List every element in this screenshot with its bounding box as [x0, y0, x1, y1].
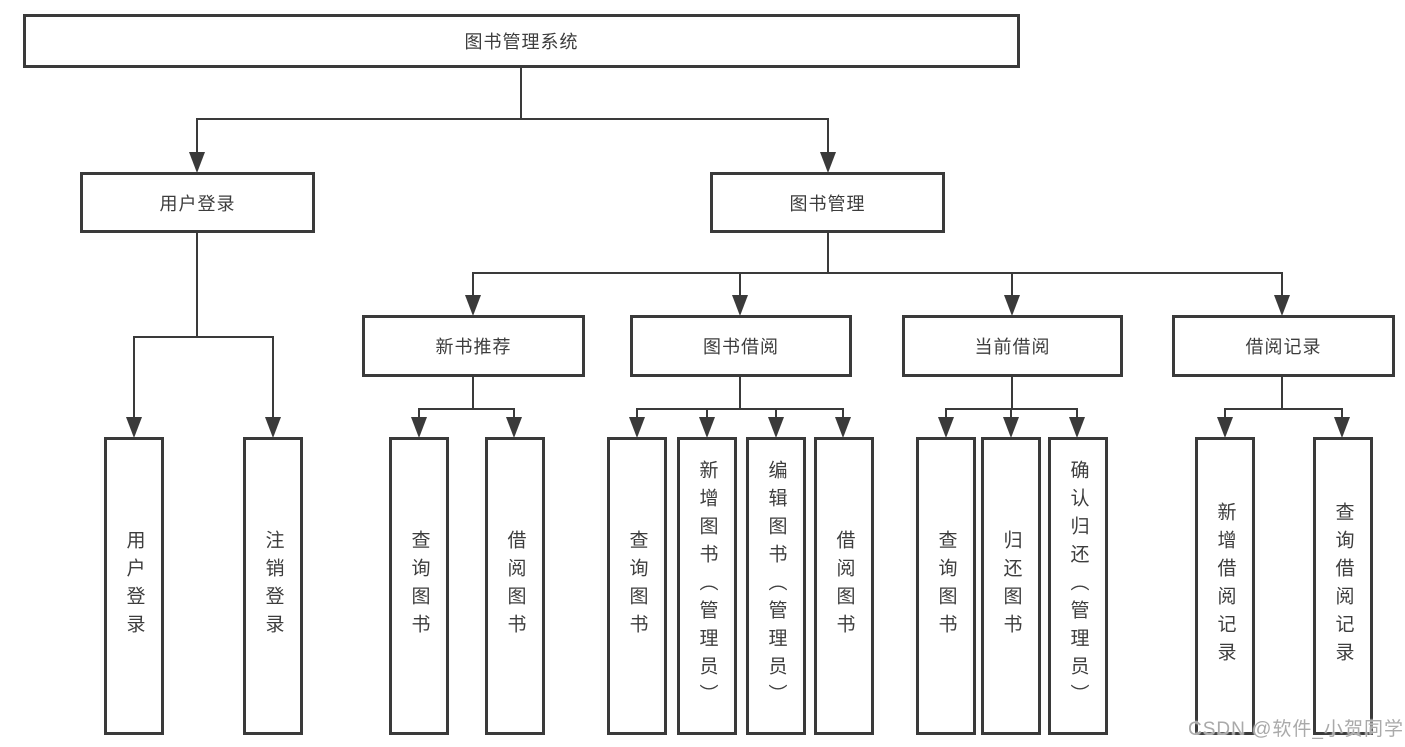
node-return-books: 归还图书 [981, 437, 1041, 735]
connector-drop-leaf [418, 408, 420, 420]
arrowhead-down-icon [835, 417, 851, 438]
node-label: 编辑图书（管理员） [765, 460, 787, 712]
node-label: 注销登录 [262, 530, 284, 642]
connector-drop-book-management [827, 118, 829, 156]
connector-new-book-stem [472, 377, 474, 408]
connector-borrow-records-rail [1224, 408, 1343, 410]
connector-book-borrow-rail [636, 408, 844, 410]
connector-drop-login-leaf [133, 336, 135, 420]
arrowhead-down-icon [1004, 295, 1020, 316]
arrowhead-down-icon [1069, 417, 1085, 438]
arrowhead-down-icon [411, 417, 427, 438]
node-label: 查询借阅记录 [1332, 502, 1354, 670]
node-label: 用户登录 [123, 530, 145, 642]
node-book-borrow-label: 图书借阅 [703, 337, 779, 357]
connector-drop-leaf [775, 408, 777, 420]
connector-borrow-records-stem [1281, 377, 1283, 408]
arrowhead-down-icon [699, 417, 715, 438]
connector-drop-leaf [1010, 408, 1012, 420]
connector-level2-rail [196, 118, 828, 120]
arrowhead-down-icon [1217, 417, 1233, 438]
node-book-management-label: 图书管理 [789, 193, 866, 214]
connector-level3-rail [472, 272, 1283, 274]
arrowhead-down-icon [506, 417, 522, 438]
node-book-management: 图书管理 [710, 172, 945, 233]
node-label: 归还图书 [1000, 530, 1022, 642]
connector-drop-leaf [842, 408, 844, 420]
arrowhead-down-icon [820, 152, 836, 173]
connector-book-management-stem [827, 233, 829, 272]
node-book-borrow: 图书借阅 [630, 315, 852, 377]
node-label: 确认归还（管理员） [1067, 460, 1089, 712]
arrowhead-down-icon [126, 417, 142, 438]
connector-drop-book-borrow [739, 272, 741, 298]
node-label: 新增借阅记录 [1214, 502, 1236, 670]
csdn-watermark: CSDN @软件_小贺同学 [1188, 719, 1404, 740]
arrowhead-down-icon [629, 417, 645, 438]
node-query-borrow-record: 查询借阅记录 [1313, 437, 1373, 735]
node-library-system-label: 图书管理系统 [464, 32, 579, 52]
node-user-login-label: 用户登录 [159, 193, 236, 214]
arrowhead-down-icon [189, 152, 205, 173]
arrowhead-down-icon [938, 417, 954, 438]
connector-drop-leaf [945, 408, 947, 420]
arrowhead-down-icon [768, 417, 784, 438]
node-borrow-records: 借阅记录 [1172, 315, 1395, 377]
node-add-book-admin: 新增图书（管理员） [677, 437, 737, 735]
connector-user-login-stem [196, 233, 198, 336]
arrowhead-down-icon [1274, 295, 1290, 316]
node-user-login: 用户登录 [80, 172, 315, 233]
node-confirm-return-admin: 确认归还（管理员） [1048, 437, 1108, 735]
node-query-books-borrow: 查询图书 [607, 437, 667, 735]
arrowhead-down-icon [1003, 417, 1019, 438]
connector-new-book-rail [418, 408, 515, 410]
connector-drop-leaf [706, 408, 708, 420]
connector-drop-leaf [636, 408, 638, 420]
connector-drop-new-book [472, 272, 474, 298]
connector-root-stem [520, 68, 522, 118]
node-current-borrow: 当前借阅 [902, 315, 1123, 377]
node-library-system: 图书管理系统 [23, 14, 1020, 68]
arrowhead-down-icon [265, 417, 281, 438]
node-borrow-records-label: 借阅记录 [1245, 337, 1322, 357]
connector-drop-current-borrow [1011, 272, 1013, 298]
node-query-books-current: 查询图书 [916, 437, 976, 735]
connector-drop-borrow-records [1281, 272, 1283, 298]
node-logout-leaf: 注销登录 [243, 437, 303, 735]
node-label: 借阅图书 [504, 530, 526, 642]
connector-drop-leaf [1076, 408, 1078, 420]
connector-drop-logout-leaf [272, 336, 274, 420]
node-query-books-recommend: 查询图书 [389, 437, 449, 735]
node-new-book-recommend: 新书推荐 [362, 315, 585, 377]
node-add-borrow-record: 新增借阅记录 [1195, 437, 1255, 735]
arrowhead-down-icon [1334, 417, 1350, 438]
arrowhead-down-icon [732, 295, 748, 316]
node-user-login-leaf: 用户登录 [104, 437, 164, 735]
node-borrow-books-leaf: 借阅图书 [814, 437, 874, 735]
connector-drop-leaf [1341, 408, 1343, 420]
node-label: 查询图书 [626, 530, 648, 642]
connector-book-borrow-stem [739, 377, 741, 408]
node-label: 新增图书（管理员） [696, 460, 718, 712]
node-label: 查询图书 [408, 530, 430, 642]
arrowhead-down-icon [465, 295, 481, 316]
connector-drop-user-login [196, 118, 198, 156]
connector-drop-leaf [1224, 408, 1226, 420]
connector-current-borrow-stem [1011, 377, 1013, 408]
connector-drop-leaf [513, 408, 515, 420]
node-current-borrow-label: 当前借阅 [974, 337, 1051, 357]
node-borrow-books-recommend: 借阅图书 [485, 437, 545, 735]
connector-user-login-rail [133, 336, 273, 338]
node-new-book-recommend-label: 新书推荐 [435, 337, 512, 357]
node-label: 查询图书 [935, 530, 957, 642]
node-edit-book-admin: 编辑图书（管理员） [746, 437, 806, 735]
node-label: 借阅图书 [833, 530, 855, 642]
